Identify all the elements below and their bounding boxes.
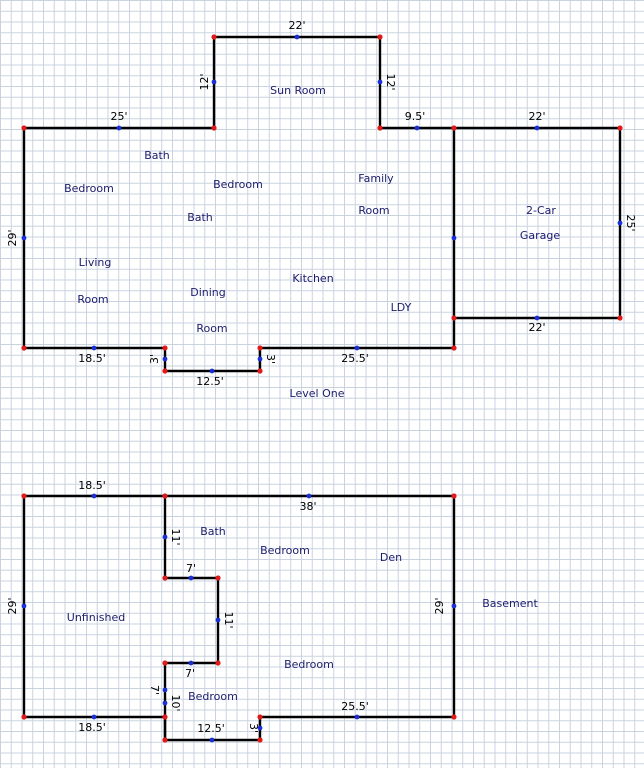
room-bedroom-center: Bedroom xyxy=(213,178,263,191)
bsmt-dim-top-left: 18.5' xyxy=(78,479,106,492)
level-one-title: Level One xyxy=(290,387,345,400)
bsmt-dim-step-lower-vert-b: 10' xyxy=(169,694,182,711)
bsmt-room-unfinished: Unfinished xyxy=(67,611,125,624)
bsmt-dim-step-upper-vert: 11' xyxy=(169,528,182,545)
bsmt-dim-step-mid-vert: 11' xyxy=(222,611,235,628)
bsmt-dim-notch-right: 3' xyxy=(247,723,260,733)
bsmt-dim-left: 29' xyxy=(6,597,19,614)
room-ldy: LDY xyxy=(391,301,412,314)
room-living-room: Room xyxy=(77,293,108,306)
room-garage-line1: 2-Car xyxy=(526,204,556,217)
garage-outline xyxy=(452,126,622,320)
bsmt-dim-step-lower-horz: 7' xyxy=(185,667,195,680)
dim-notch-right: 3' xyxy=(264,354,277,364)
dim-left: 29' xyxy=(6,229,19,246)
bsmt-room-bedroom-bottom: Bedroom xyxy=(188,690,238,703)
room-kitchen: Kitchen xyxy=(292,272,333,285)
dim-sun-right: 12' xyxy=(384,73,397,90)
dim-bottom-right: 25.5' xyxy=(341,352,369,365)
bsmt-dim-top-right: 38' xyxy=(299,500,316,513)
bsmt-dim-bottom-left: 18.5' xyxy=(78,721,106,734)
room-family-room: Room xyxy=(358,204,389,217)
level-one-plan: 22' 12' 12' 25' 9.5' 22' 25' 22' 29' 18.… xyxy=(6,19,637,400)
dim-top-left: 25' xyxy=(110,110,127,123)
bsmt-dim-right: 29' xyxy=(433,597,446,614)
dim-notch-left: 3' xyxy=(148,354,161,364)
dim-sun-top: 22' xyxy=(288,19,305,32)
basement-title: Basement xyxy=(482,597,538,610)
dim-notch-bottom: 12.5' xyxy=(196,375,224,388)
level-one-midpoint-markers xyxy=(21,34,623,374)
bsmt-dim-step-lower-vert-a: 7' xyxy=(148,685,161,695)
room-dining-room: Room xyxy=(196,322,227,335)
dim-bottom-left: 18.5' xyxy=(78,352,106,365)
room-bath-top: Bath xyxy=(144,149,170,162)
bsmt-room-bedroom-mid: Bedroom xyxy=(284,658,334,671)
bsmt-room-den: Den xyxy=(380,551,402,564)
dim-top-mid: 9.5' xyxy=(405,110,426,123)
room-bath-center: Bath xyxy=(187,211,213,224)
room-dining: Dining xyxy=(190,286,226,299)
room-bedroom-left: Bedroom xyxy=(64,182,114,195)
bsmt-dim-bottom-right: 25.5' xyxy=(341,700,369,713)
dim-sun-left: 12' xyxy=(198,73,211,90)
basement-plan: 18.5' 38' 29' 29' 11' 7' 11' 7' 7' 10' 1… xyxy=(6,479,538,743)
bsmt-dim-step-upper-horz: 7' xyxy=(186,562,196,575)
bsmt-dim-notch-bottom: 12.5' xyxy=(197,722,225,735)
basement-corner-markers xyxy=(21,493,457,743)
dim-garage-right: 25' xyxy=(624,214,637,231)
basement-midpoint-markers xyxy=(21,493,457,743)
room-garage-line2: Garage xyxy=(520,229,561,242)
room-family: Family xyxy=(358,172,394,185)
level-one-corner-markers xyxy=(21,34,623,374)
room-living: Living xyxy=(79,256,112,269)
room-sun-room: Sun Room xyxy=(270,84,326,97)
dim-garage-top: 22' xyxy=(528,110,545,123)
dim-garage-bottom: 22' xyxy=(528,321,545,334)
bsmt-room-bath: Bath xyxy=(200,525,226,538)
bsmt-room-bedroom-top: Bedroom xyxy=(260,544,310,557)
